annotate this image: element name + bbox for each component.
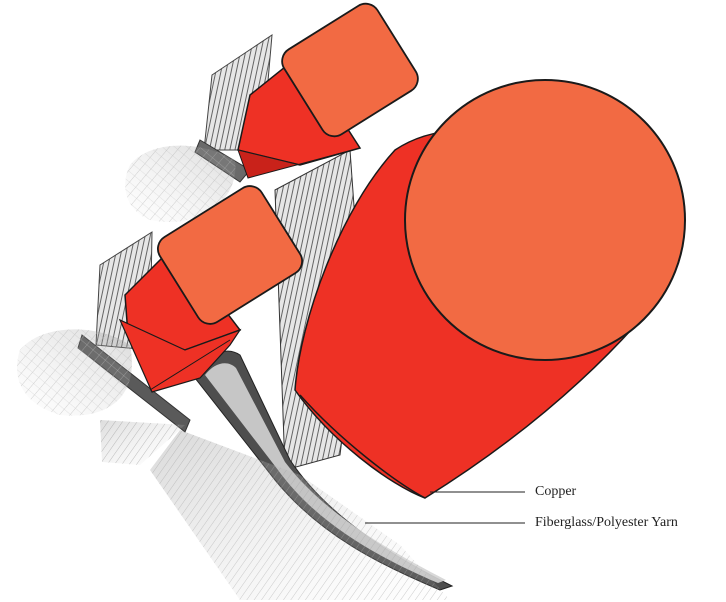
copper-label: Copper [535,484,576,500]
yarn-label: Fiberglass/Polyester Yarn [535,515,678,531]
